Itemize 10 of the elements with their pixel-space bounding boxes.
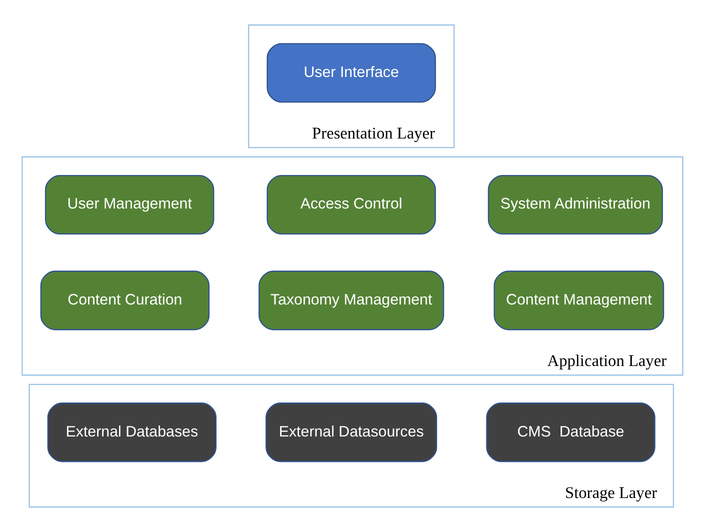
node-box: User Management [44, 174, 214, 234]
node-box: User Interface [266, 43, 436, 103]
node-box: External Datasources [266, 402, 438, 462]
node-box: Access Control [266, 174, 436, 234]
node-box: Content Curation [40, 270, 210, 330]
node-box: Taxonomy Management [258, 270, 444, 330]
node-box: Content Management [494, 270, 664, 330]
node-box: System Administration [488, 174, 663, 234]
node-box: External Databases [47, 402, 217, 462]
node-box: CMS Database [486, 402, 656, 462]
